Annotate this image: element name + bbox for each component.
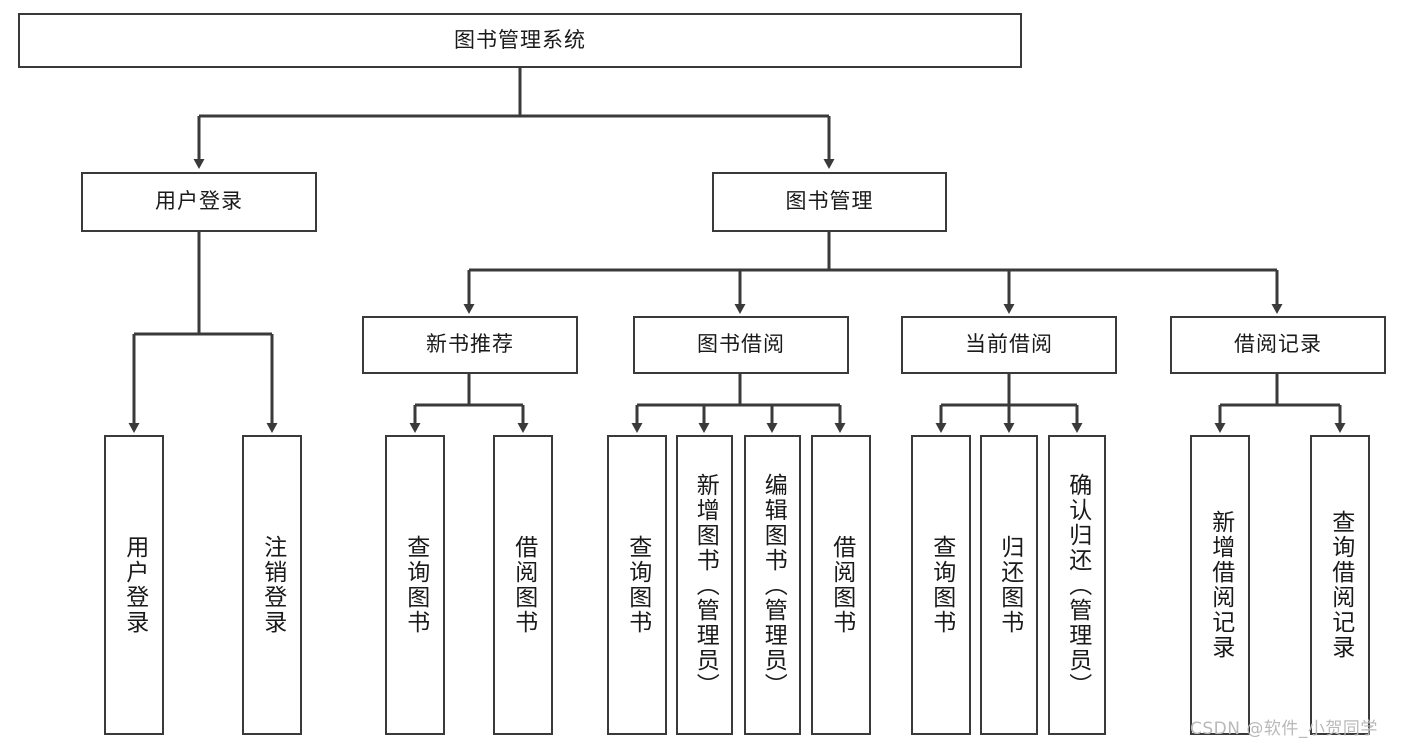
node-leaf-add-record-label: 新增借阅记录 xyxy=(1207,510,1234,660)
node-book-borrow[interactable]: 图书借阅 xyxy=(633,316,849,374)
node-borrow-record[interactable]: 借阅记录 xyxy=(1170,316,1386,374)
node-leaf-user-login[interactable]: 用户登录 xyxy=(104,435,164,735)
node-leaf-borrow-book-2[interactable]: 借阅图书 xyxy=(811,435,871,735)
node-leaf-query-book-2-label: 查询图书 xyxy=(624,535,651,635)
node-leaf-borrow-book-1[interactable]: 借阅图书 xyxy=(493,435,553,735)
node-book-manage-label: 图书管理 xyxy=(785,189,874,214)
node-new-book-recommend-label: 新书推荐 xyxy=(426,332,514,357)
node-leaf-query-book-3[interactable]: 查询图书 xyxy=(911,435,971,735)
node-leaf-add-book[interactable]: 新增图书（管理员） xyxy=(676,435,733,735)
node-leaf-add-book-label: 新增图书（管理员） xyxy=(692,472,719,698)
node-leaf-borrow-book-2-label: 借阅图书 xyxy=(828,535,855,635)
node-leaf-query-book-1[interactable]: 查询图书 xyxy=(385,435,445,735)
node-leaf-query-record[interactable]: 查询借阅记录 xyxy=(1310,435,1370,735)
node-book-manage[interactable]: 图书管理 xyxy=(712,172,947,232)
node-leaf-borrow-book-1-label: 借阅图书 xyxy=(510,535,537,635)
node-leaf-logout[interactable]: 注销登录 xyxy=(242,435,302,735)
node-leaf-user-login-label: 用户登录 xyxy=(121,535,148,635)
node-leaf-add-record[interactable]: 新增借阅记录 xyxy=(1190,435,1250,735)
node-leaf-confirm-return[interactable]: 确认归还（管理员） xyxy=(1048,435,1106,735)
node-leaf-query-book-1-label: 查询图书 xyxy=(402,535,429,635)
node-current-borrow-label: 当前借阅 xyxy=(965,332,1053,357)
node-user-login-label: 用户登录 xyxy=(155,189,243,214)
node-root-label: 图书管理系统 xyxy=(454,27,586,52)
node-leaf-confirm-return-label: 确认归还（管理员） xyxy=(1064,472,1091,698)
node-leaf-query-book-2[interactable]: 查询图书 xyxy=(607,435,667,735)
node-leaf-edit-book[interactable]: 编辑图书（管理员） xyxy=(744,435,801,735)
node-leaf-query-book-3-label: 查询图书 xyxy=(928,535,955,635)
node-leaf-query-record-label: 查询借阅记录 xyxy=(1327,510,1354,660)
node-leaf-logout-label: 注销登录 xyxy=(259,535,286,635)
node-book-borrow-label: 图书借阅 xyxy=(697,332,785,357)
node-leaf-return-book-label: 归还图书 xyxy=(996,535,1023,635)
node-leaf-edit-book-label: 编辑图书（管理员） xyxy=(760,472,787,698)
node-borrow-record-label: 借阅记录 xyxy=(1234,332,1322,357)
node-user-login[interactable]: 用户登录 xyxy=(81,172,317,232)
watermark: CSDN @软件_小贺同学 xyxy=(1190,719,1378,739)
node-current-borrow[interactable]: 当前借阅 xyxy=(901,316,1117,374)
node-root[interactable]: 图书管理系统 xyxy=(18,13,1022,68)
node-leaf-return-book[interactable]: 归还图书 xyxy=(980,435,1038,735)
node-new-book-recommend[interactable]: 新书推荐 xyxy=(362,316,578,374)
